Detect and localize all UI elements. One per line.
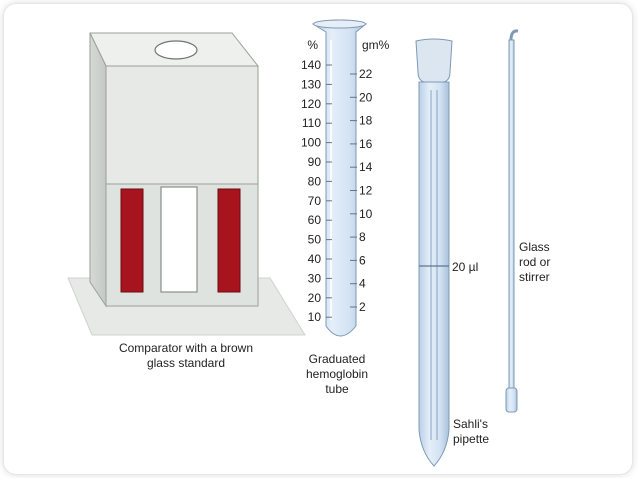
pipette-caption-line1: Sahli's (453, 417, 488, 431)
gm-unit-label: gm% (362, 38, 390, 52)
brown-glass-standard-left (120, 188, 144, 293)
sahli-pipette: 20 µl Sahli's pipette (415, 38, 489, 467)
gm-tick-label: 6 (359, 253, 366, 267)
percent-tick-label: 110 (302, 116, 321, 130)
hb-tube-caption-line2: hemoglobin (306, 367, 368, 381)
pipette-body (418, 81, 450, 467)
percent-tick-label: 60 (308, 213, 322, 227)
gm-tick-label: 20 (359, 90, 373, 104)
pipette-rubber-top (415, 38, 453, 83)
pipette-caption-line2: pipette (453, 432, 489, 446)
rod-shaft (508, 39, 515, 391)
gm-tick-label: 2 (359, 300, 366, 314)
rod-caption-line3: stirrer (519, 270, 550, 284)
rod-tip (505, 387, 518, 413)
gm-tick-label: 18 (359, 114, 373, 128)
pipette-mark-label: 20 µl (452, 260, 478, 274)
percent-tick-label: 40 (308, 252, 322, 266)
rod-caption-line1: Glass (519, 240, 550, 254)
comparator-side-face (89, 32, 107, 308)
percent-tick-label: 100 (301, 136, 321, 150)
hb-tube-caption-line1: Graduated (309, 352, 366, 366)
comparator: Comparator with a brown glass standard (67, 32, 306, 370)
percent-scale: 140 130 120 110 100 90 80 70 60 50 40 30 20 10 (301, 58, 332, 324)
comparator-frosted-panel (105, 65, 259, 185)
percent-tick-label: 120 (301, 97, 321, 111)
comparator-caption-line1: Comparator with a brown (119, 341, 253, 355)
percent-tick-label: 130 (301, 77, 321, 91)
hemoglobin-tube: % gm% 140130120110100908070605040302010 … (301, 19, 390, 396)
percent-tick-label: 70 (308, 194, 322, 208)
comparator-caption-line2: glass standard (147, 356, 225, 370)
gm-tick-label: 16 (359, 137, 373, 151)
gm-scale: 22 20 18 16 14 12 10 8 6 4 2 (350, 67, 373, 314)
glass-rod: Glass rod or stirrer (505, 29, 550, 413)
percent-tick-label: 140 (301, 58, 321, 72)
percent-tick-label: 30 (308, 271, 322, 285)
percent-unit-label: % (307, 38, 318, 52)
gm-tick-label: 4 (359, 277, 366, 291)
gm-tick-label: 14 (359, 160, 373, 174)
hb-tube-caption-line3: tube (325, 382, 349, 396)
comparator-top-hole (154, 40, 198, 60)
gm-tick-label: 12 (359, 184, 373, 198)
hb-tube-rim (313, 19, 366, 29)
rod-caption-line2: rod or (519, 255, 550, 269)
percent-tick-label: 80 (308, 174, 322, 188)
rod-hook (509, 29, 519, 41)
gm-tick-label: 22 (359, 67, 373, 81)
percent-tick-label: 90 (308, 155, 322, 169)
percent-tick-label: 50 (308, 233, 322, 247)
percent-tick-label: 20 (308, 291, 322, 305)
percent-tick-label: 10 (308, 310, 322, 324)
brown-glass-standard-right (217, 188, 241, 293)
gm-tick-label: 8 (359, 230, 366, 244)
tube-window (160, 186, 198, 293)
gm-tick-label: 10 (359, 207, 373, 221)
